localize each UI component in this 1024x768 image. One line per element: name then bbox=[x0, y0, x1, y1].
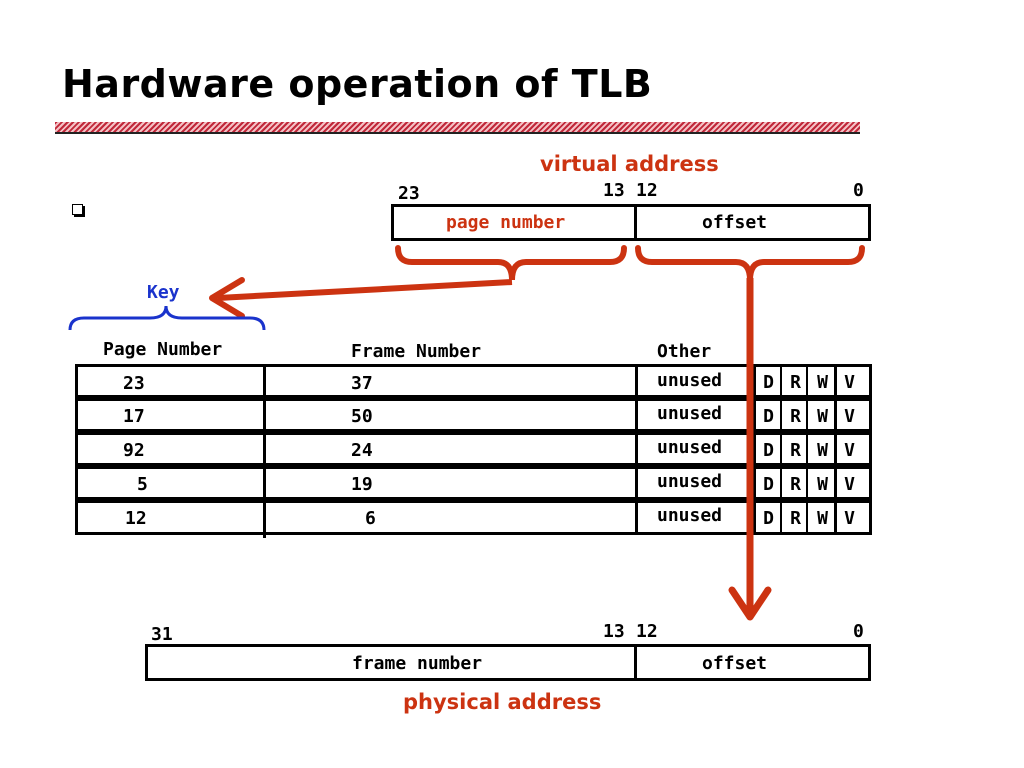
row-page: 5 bbox=[137, 474, 148, 495]
row-page: 12 bbox=[125, 508, 147, 529]
row-frame: 6 bbox=[365, 508, 376, 529]
row-frame: 24 bbox=[351, 440, 373, 461]
slide-title: Hardware operation of TLB bbox=[62, 62, 653, 106]
flag-d: D bbox=[763, 474, 774, 495]
flag-group: D R W V bbox=[755, 372, 863, 393]
col-divider-flag bbox=[806, 364, 808, 535]
row-frame: 19 bbox=[351, 474, 373, 495]
flag-r: R bbox=[790, 406, 801, 427]
flag-group: D R W V bbox=[755, 474, 863, 495]
row-other: unused bbox=[657, 403, 723, 424]
pa-frame-number-field: frame number bbox=[352, 653, 483, 674]
flag-d: D bbox=[763, 372, 774, 393]
key-label: Key bbox=[147, 282, 180, 303]
flag-group: D R W V bbox=[755, 440, 863, 461]
flag-v: V bbox=[844, 372, 855, 393]
row-frame: 37 bbox=[351, 373, 373, 394]
table-row bbox=[75, 364, 872, 398]
flag-w: W bbox=[817, 406, 828, 427]
pa-divider bbox=[634, 644, 637, 681]
flag-w: W bbox=[817, 474, 828, 495]
key-arrow-head bbox=[209, 277, 245, 319]
flag-r: R bbox=[790, 372, 801, 393]
va-offset-field: offset bbox=[702, 212, 768, 233]
header-other: Other bbox=[657, 341, 712, 362]
va-bit-split-high: 13 bbox=[603, 180, 625, 201]
key-arrow-shaft bbox=[217, 279, 513, 301]
key-brace bbox=[68, 305, 266, 331]
pa-bit-split-high: 13 bbox=[603, 621, 625, 642]
pa-bit-low: 0 bbox=[853, 621, 864, 642]
va-bit-split-low: 12 bbox=[636, 180, 658, 201]
physical-address-label: physical address bbox=[403, 690, 602, 714]
flag-w: W bbox=[817, 440, 828, 461]
flag-d: D bbox=[763, 406, 774, 427]
pa-offset-field: offset bbox=[702, 653, 768, 674]
bullet-icon bbox=[72, 204, 83, 215]
pa-bit-split-low: 12 bbox=[636, 621, 658, 642]
row-page: 92 bbox=[123, 440, 145, 461]
flag-r: R bbox=[790, 508, 801, 529]
col-divider-other bbox=[753, 364, 756, 535]
va-bit-high: 23 bbox=[398, 183, 420, 204]
flag-d: D bbox=[763, 508, 774, 529]
row-other: unused bbox=[657, 370, 723, 391]
title-underline bbox=[55, 122, 860, 134]
col-divider-frame bbox=[635, 364, 638, 535]
flag-v: V bbox=[844, 474, 855, 495]
virtual-address-box bbox=[391, 204, 871, 241]
page-number-brace bbox=[395, 245, 627, 281]
flag-v: V bbox=[844, 508, 855, 529]
row-page: 17 bbox=[123, 406, 145, 427]
va-bit-low: 0 bbox=[853, 180, 864, 201]
header-frame-number: Frame Number bbox=[351, 341, 482, 362]
tlb-table: 23 37 unused 17 50 unused 92 24 unused 5… bbox=[75, 364, 872, 538]
flag-w: W bbox=[817, 372, 828, 393]
row-other: unused bbox=[657, 505, 723, 526]
flag-group: D R W V bbox=[755, 406, 863, 427]
offset-arrow-head bbox=[728, 586, 772, 621]
row-other: unused bbox=[657, 437, 723, 458]
flag-d: D bbox=[763, 440, 774, 461]
pa-bit-high: 31 bbox=[151, 624, 173, 645]
offset-brace bbox=[635, 245, 865, 281]
va-page-number-field: page number bbox=[446, 212, 566, 233]
flag-v: V bbox=[844, 406, 855, 427]
row-frame: 50 bbox=[351, 406, 373, 427]
col-divider-page bbox=[263, 364, 266, 538]
flag-v: V bbox=[844, 440, 855, 461]
header-page-number: Page Number bbox=[103, 339, 223, 360]
col-divider-flag bbox=[780, 364, 782, 535]
flag-r: R bbox=[790, 440, 801, 461]
col-divider-flag bbox=[834, 364, 837, 535]
flag-r: R bbox=[790, 474, 801, 495]
flag-group: D R W V bbox=[755, 508, 863, 529]
virtual-address-label: virtual address bbox=[540, 152, 719, 176]
table-row bbox=[75, 432, 872, 466]
table-row bbox=[75, 466, 872, 500]
flag-w: W bbox=[817, 508, 828, 529]
row-page: 23 bbox=[123, 373, 145, 394]
table-row bbox=[75, 500, 872, 535]
row-other: unused bbox=[657, 471, 723, 492]
va-divider bbox=[634, 204, 637, 241]
table-row bbox=[75, 398, 872, 432]
physical-address-box bbox=[145, 644, 871, 681]
